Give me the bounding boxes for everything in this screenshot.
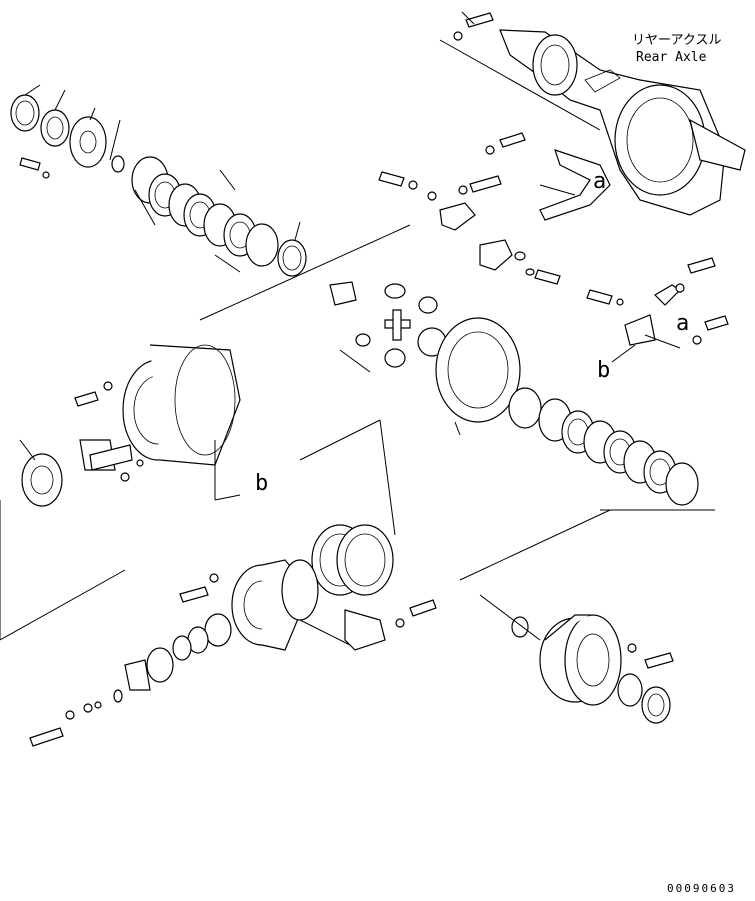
- title-japanese: リヤーアクスル: [632, 33, 721, 48]
- brake-disc-stack-lower: [508, 387, 699, 506]
- bolt-group-upper: [378, 132, 526, 201]
- callout-b-right: b: [597, 358, 610, 383]
- callout-a-upper: a: [593, 169, 606, 194]
- guard-plate-a: [539, 149, 611, 221]
- brake-bracket-lower: [344, 609, 386, 651]
- hub-bolts: [179, 573, 437, 628]
- hub-ring-gear: [311, 524, 394, 596]
- small-washer: [111, 155, 125, 173]
- callout-a-lower: a: [676, 311, 689, 336]
- title-english: Rear Axle: [636, 50, 707, 65]
- bolt-lower-left: [29, 689, 123, 747]
- wheel-hub: [231, 559, 319, 651]
- axle-housing: [499, 29, 746, 216]
- oil-seal: [10, 94, 40, 132]
- seal-stack-lower: [124, 613, 232, 691]
- callout-b-left: b: [255, 471, 268, 496]
- bearing-upper-left: [40, 109, 70, 147]
- drive-pinion: [21, 439, 133, 507]
- figure-number: 00090603: [667, 882, 736, 895]
- bearing-cap-set: [439, 202, 561, 285]
- differential-case: [539, 614, 622, 706]
- mounting-bracket: [586, 257, 729, 346]
- differential-pinion-set: [329, 281, 447, 368]
- differential-carrier: [122, 344, 241, 466]
- housing-bolt: [453, 12, 494, 41]
- brake-disc-stack-upper: [131, 156, 307, 277]
- ring-gear: [435, 317, 521, 423]
- flange-coupling: [69, 116, 107, 168]
- case-bearing: [617, 673, 671, 724]
